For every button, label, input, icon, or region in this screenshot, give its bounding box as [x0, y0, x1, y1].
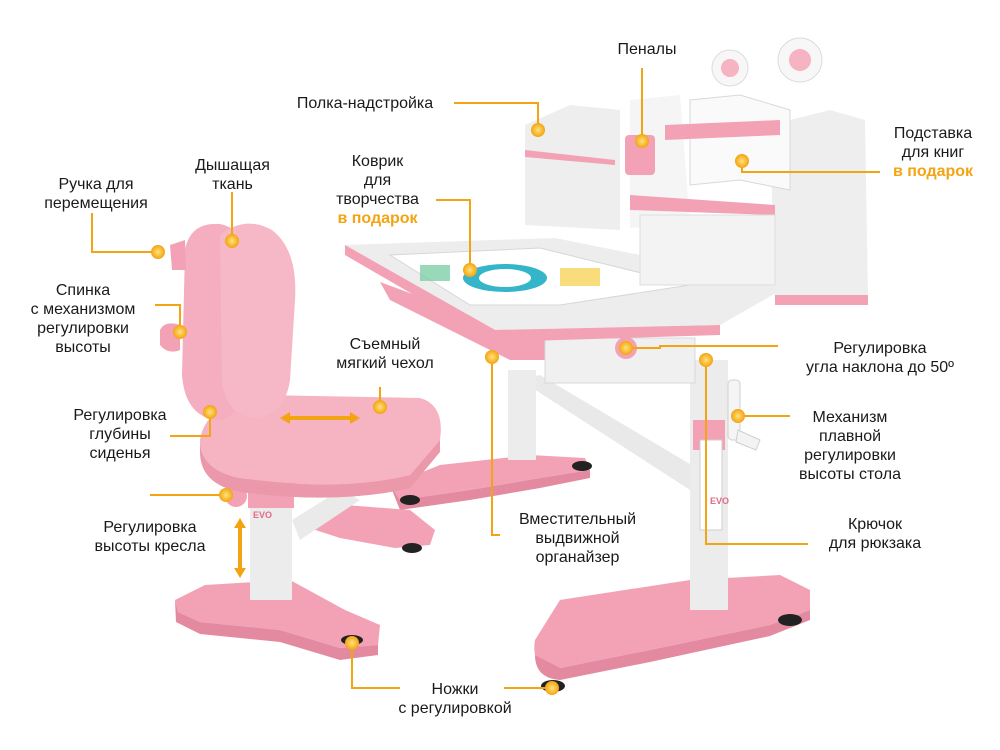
callout-dot — [545, 681, 559, 695]
brand-logo: EVO — [253, 510, 272, 520]
chair-base — [175, 580, 380, 648]
label-kovrik: Коврик для творчества в подарок — [336, 153, 419, 227]
callout-dots — [151, 123, 749, 695]
callout-dot — [173, 325, 187, 339]
carry-handle — [170, 240, 186, 270]
book-stand — [689, 94, 791, 191]
label-tkan: Дышащая ткань — [195, 157, 270, 193]
label-nozhki: Ножки с регулировкой — [398, 681, 512, 717]
callout-dot — [151, 245, 165, 259]
label-glubina: Регулировка глубины сиденья — [73, 407, 167, 462]
label-ruchka: Ручка для перемещения — [44, 176, 148, 212]
shelf-right-panel — [770, 110, 868, 305]
desk-crossbar — [520, 375, 700, 490]
brand-logo: EVO — [710, 496, 729, 506]
label-vysota-kresla: Регулировка высоты кресла — [94, 519, 206, 555]
callout-dot — [225, 234, 239, 248]
shelf-left-panel — [525, 105, 620, 230]
leader-lines — [91, 68, 880, 689]
label-penaly: Пеналы — [617, 41, 677, 58]
callout-dot — [619, 341, 633, 355]
callout-dot — [345, 636, 359, 650]
chair-back-right — [220, 223, 296, 418]
label-polka: Полка-надстройка — [296, 95, 434, 112]
callout-dot — [735, 154, 749, 168]
label-podstavka: Подставка для книг в подарок — [892, 125, 974, 180]
chair — [160, 223, 441, 660]
callout-dot — [463, 263, 477, 277]
label-kryuchok: Крючок для рюкзака — [828, 516, 922, 552]
callout-dot — [731, 409, 745, 423]
label-spinka: Спинка с механизмом регулировки высоты — [30, 282, 136, 356]
callout-dot — [635, 134, 649, 148]
label-organaizer: Вместительный выдвижной органайзер — [518, 511, 637, 566]
callout-dot — [373, 400, 387, 414]
callout-dot — [485, 350, 499, 364]
callout-dot — [699, 353, 713, 367]
label-chehol: Съемный мягкий чехол — [336, 336, 434, 372]
arrows — [234, 412, 360, 578]
callout-dot — [219, 488, 233, 502]
desk — [345, 37, 868, 692]
chair-seat — [200, 395, 441, 485]
label-ugol: Регулировка угла наклона до 50º — [806, 340, 954, 376]
desk-base-left — [390, 455, 590, 500]
callout-dot — [531, 123, 545, 137]
desk-base-right — [534, 575, 810, 669]
desk-left-column — [508, 370, 536, 460]
callout-dot — [203, 405, 217, 419]
label-mehanizm: Механизм плавной регулировки высоты стол… — [799, 409, 901, 483]
